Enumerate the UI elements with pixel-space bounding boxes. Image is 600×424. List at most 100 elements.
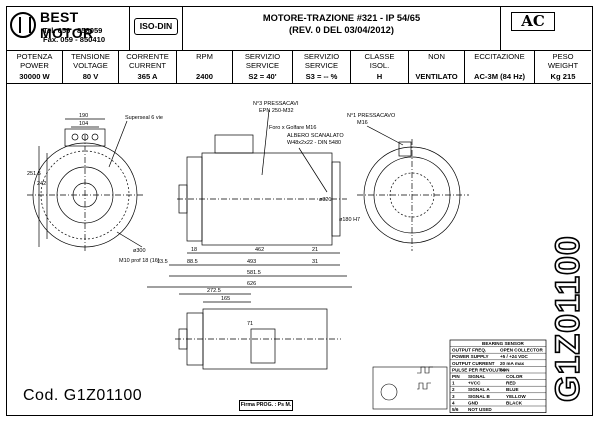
best-motor-logo-icon xyxy=(10,12,36,38)
iso-badge: ISO-DIN xyxy=(134,18,178,35)
drawing-title: MOTORE-TRAZIONE #321 - IP 54/65 (REV. 0 … xyxy=(183,7,501,50)
leader-albero xyxy=(298,147,328,193)
spec-value: 30000 W xyxy=(19,72,50,81)
dim-18: 18 xyxy=(191,247,197,253)
sensor-table-frame xyxy=(449,339,547,413)
leader-pressacavi xyxy=(261,109,270,176)
sensor-table-cell: 4 xyxy=(452,400,455,405)
dim-71: 71 xyxy=(247,321,253,327)
dim-626: 626 xyxy=(247,281,256,287)
top-terminal-box xyxy=(250,328,276,364)
drawing-sheet: BEST MOTOR Tel. 059 - 858059 Fax. 059 - … xyxy=(6,6,593,416)
vertical-code-text: G1Z01100 xyxy=(549,235,587,402)
sensor-table-cell: SIGNAL xyxy=(468,374,486,379)
signal-b-wave xyxy=(417,382,431,390)
connector-frame xyxy=(372,366,448,410)
sensor-table-cell: NOT USED xyxy=(468,407,492,412)
spec-cell: RPM 2400 xyxy=(177,51,233,84)
dim-581-5: 581.5 xyxy=(247,270,261,276)
label-albero-spec: W48x2x22 - DIN 5480 xyxy=(287,140,341,146)
dim-251-5: 251.5 xyxy=(27,171,41,177)
terminal-2 xyxy=(81,133,89,141)
spec-value: 365 A xyxy=(137,72,158,81)
dim-462: 462 xyxy=(255,247,264,253)
sensor-table-cell: +5 / +24 VDC xyxy=(500,354,529,359)
front-terminal-box xyxy=(64,128,106,147)
spec-value: VENTILATO xyxy=(415,72,458,81)
dimension-labels: Superseal 6 vie N°3 PRESSACAVI EPN 250-M… xyxy=(27,101,396,327)
terminal-3 xyxy=(91,133,99,141)
title-line-1: MOTORE-TRAZIONE #321 - IP 54/65 xyxy=(262,13,421,23)
dim-493: 493 xyxy=(247,259,256,265)
contact-phone: Tel. 059 - 858059 Fax. 059 - 850410 xyxy=(43,26,106,44)
terminal-1 xyxy=(71,133,79,141)
label-m16: M16 xyxy=(357,120,368,126)
dim-272-5: 272.5 xyxy=(207,288,221,294)
signal-a-wave xyxy=(417,366,433,374)
sensor-table-cell: OUTPUT CURRENT xyxy=(452,361,495,366)
leader-300 xyxy=(116,231,143,248)
sensor-table-cell: SIGNAL B xyxy=(468,394,491,399)
sensor-table-cell: SIGNAL A xyxy=(468,387,490,392)
sensor-table-cell: +VCC xyxy=(468,381,481,386)
spec-value: S2 = 40' xyxy=(248,72,277,81)
iso-cell: ISO-DIN xyxy=(130,7,183,50)
sensor-table-cell: GND xyxy=(468,400,479,405)
spec-cell: NON VENTILATO xyxy=(409,51,465,84)
sensor-table-cell: BLACK xyxy=(506,400,523,405)
label-pressacavo1: N°1 PRESSACAVO xyxy=(347,113,396,119)
sensor-table-cell: YELLOW xyxy=(506,394,526,399)
sensor-table-cell: 5/6 xyxy=(452,407,459,412)
dim-321: ø321 xyxy=(319,197,332,203)
signature-box: Firma PROG. : Ps M. xyxy=(239,400,293,411)
spec-value: S3 = -- % xyxy=(305,72,338,81)
spec-label: NON xyxy=(428,52,445,61)
label-foro: Foro x Golfare M16 xyxy=(269,125,316,131)
spec-value: Kg 215 xyxy=(550,72,576,81)
dim-13-5: 13.5 xyxy=(157,259,168,265)
spec-label: RPM xyxy=(196,52,213,61)
code-label: Cod. G1Z01100 xyxy=(23,387,143,404)
side-view xyxy=(147,109,352,288)
sensor-table-cell: COLOR xyxy=(506,374,523,379)
label-epn: EPN 250-M32 xyxy=(259,108,294,114)
leader-pressacavo xyxy=(366,125,404,146)
spec-value: H xyxy=(376,72,383,81)
top-view xyxy=(175,293,341,370)
dim-88-5: 88.5 xyxy=(187,259,198,265)
dim-21: 21 xyxy=(312,247,318,253)
company-logo: BEST MOTOR Tel. 059 - 858059 Fax. 059 - … xyxy=(7,7,130,50)
rear-view xyxy=(357,125,469,251)
sensor-table-cell: OPEN COLLECTOR xyxy=(500,348,543,353)
dim-190: 190 xyxy=(79,113,88,119)
sensor-table-cell: 3 xyxy=(452,394,455,399)
sensor-table-cell: BLUE xyxy=(506,387,519,392)
sensor-table-cell: 64 xyxy=(500,367,506,372)
title-line-2: (REV. 0 DEL 03/04/2012) xyxy=(289,25,394,35)
spec-value: 2400 xyxy=(196,72,213,81)
side-terminal-box xyxy=(214,134,254,154)
front-view xyxy=(27,118,143,253)
dim-shaft: ø180 H7 xyxy=(339,217,360,223)
vertical-code: G1Z01100 xyxy=(548,234,588,402)
label-superseal: Superseal 6 vie xyxy=(125,115,163,121)
rear-gland xyxy=(398,141,412,157)
type-cell: AC xyxy=(502,7,591,50)
spec-label: ECCITAZIONE xyxy=(474,52,525,61)
fax-number: Fax. 059 - 850410 xyxy=(43,34,106,44)
label-pressacavi3: N°3 PRESSACAVI xyxy=(253,101,299,107)
dim-104: 104 xyxy=(79,121,88,127)
